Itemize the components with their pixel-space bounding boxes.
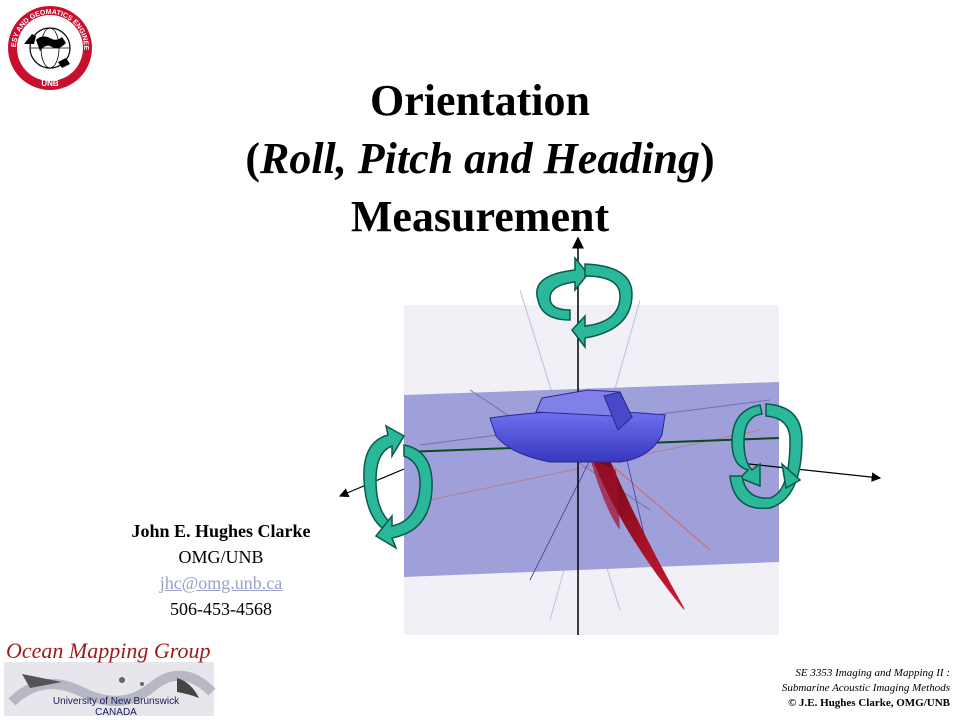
author-affiliation: OMG/UNB <box>178 547 264 567</box>
omg-university: University of New Brunswick CANADA <box>52 696 180 718</box>
whale-icon <box>177 678 199 698</box>
roll-rotation-arrow <box>729 403 803 510</box>
course-footer: SE 3353 Imaging and Mapping II : Submari… <box>690 666 950 711</box>
author-email-link[interactable]: jhc@omg.unb.ca <box>159 573 283 593</box>
vessel-orientation-illustration <box>338 236 882 635</box>
svg-text:UNB: UNB <box>41 79 59 88</box>
omg-title: Ocean Mapping Group <box>6 638 211 663</box>
heading-rotation-arrow <box>536 255 633 350</box>
slide-title: Orientation (Roll, Pitch and Heading) Me… <box>180 72 780 246</box>
fish-icon <box>22 674 62 688</box>
author-phone: 506-453-4568 <box>170 599 272 619</box>
pitch-rotation-arrow <box>363 424 433 550</box>
title-line-measurement: Measurement <box>350 192 610 241</box>
author-name: John E. Hughes Clarke <box>131 521 311 541</box>
ocean-mapping-group-logo: Ocean Mapping Group University of New Br… <box>2 632 222 718</box>
title-line-orientation: Orientation <box>370 76 590 125</box>
geodesy-seal-logo: GEODESY AND GEOMATICS ENGINEERING UNB <box>6 4 92 90</box>
copyright-notice: © J.E. Hughes Clarke, OMG/UNB <box>788 697 950 709</box>
roll-axis-arrow <box>739 462 882 482</box>
course-code: SE 3353 Imaging and Mapping II : <box>795 667 950 679</box>
title-line-subtitle: (Roll, Pitch and Heading) <box>245 134 715 183</box>
author-block: John E. Hughes Clarke OMG/UNB jhc@omg.un… <box>96 518 346 622</box>
course-name: Submarine Acoustic Imaging Methods <box>781 682 950 694</box>
